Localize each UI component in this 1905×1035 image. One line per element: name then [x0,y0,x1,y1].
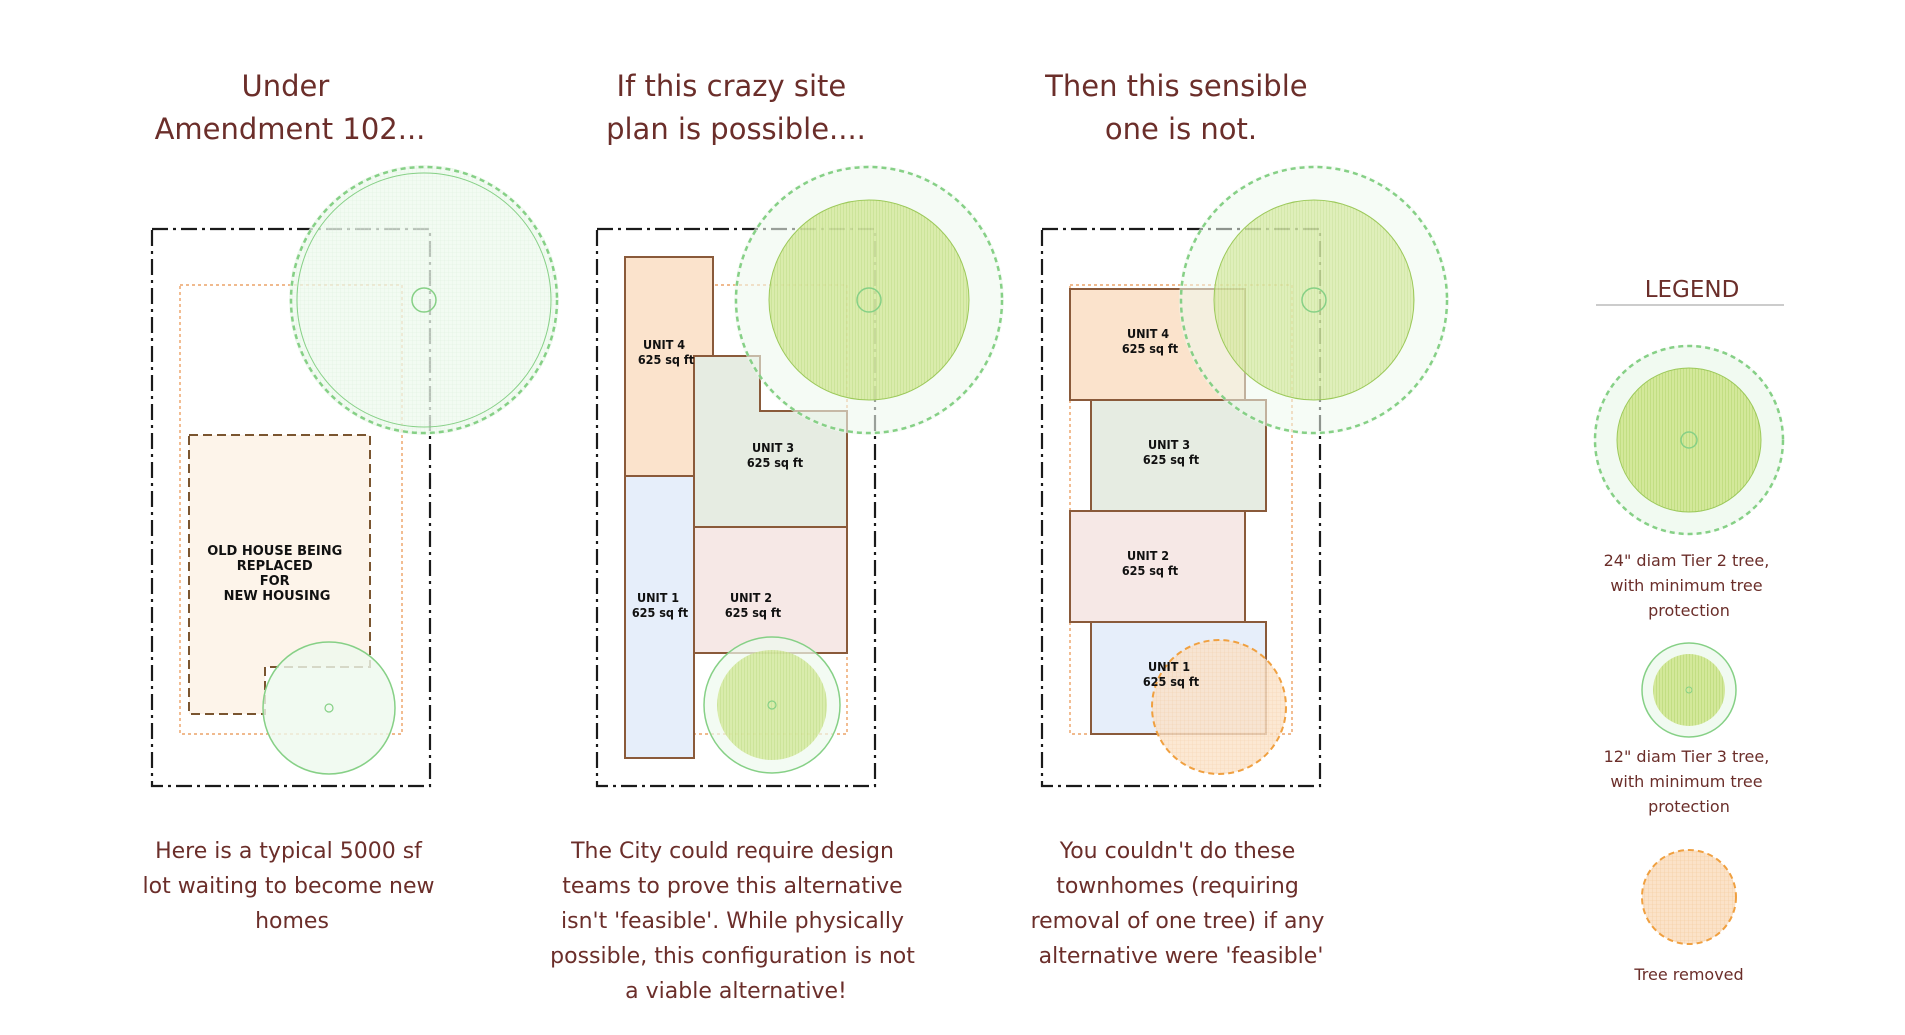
panel-3: Then this sensible one is not. UNIT 4 62… [1031,69,1449,969]
panel-3-heading: Then this sensible one is not. [1044,69,1317,146]
tier2-tree [734,165,1004,435]
panel-1-caption: Here is a typical 5000 sf lot waiting to… [143,839,442,934]
lot-boundary [150,227,432,788]
unit-4-label: UNIT 4 625 sq ft [638,337,695,367]
tree-removed [1151,639,1287,775]
legend-label-tier3: 12" diam Tier 3 tree, with minimum tree … [1604,747,1775,816]
unit-1-label: UNIT 1 625 sq ft [1143,659,1200,689]
legend: LEGEND 24" diam Tier 2 tree, with minimu… [1593,277,1785,984]
old-house-label: OLD HOUSE BEING REPLACED FOR NEW HOUSING [207,544,347,604]
legend-label-removed: Tree removed [1633,965,1743,984]
tier3-tree [262,641,396,775]
unit-3-label: UNIT 3 625 sq ft [747,440,804,470]
unit-2-label: UNIT 2 625 sq ft [725,590,782,620]
legend-label-tier2: 24" diam Tier 2 tree, with minimum tree … [1604,551,1775,620]
unit-4-label: UNIT 4 625 sq ft [1122,326,1179,356]
tier2-tree-icon [1593,344,1785,536]
unit-2-footprint [1069,510,1246,623]
panel-1-heading: Under Amendment 102... [155,69,426,146]
panel-2-heading: If this crazy site plan is possible.... [606,69,866,146]
legend-title: LEGEND [1645,277,1740,303]
panel-3-caption: You couldn't do these townhomes (requiri… [1031,839,1332,969]
panel-2: If this crazy site plan is possible.... … [550,69,1004,1004]
unit-1-label: UNIT 1 625 sq ft [632,590,689,620]
panel-2-caption: The City could require design teams to p… [550,839,922,1004]
panel-1: Under Amendment 102... OLD HOUSE BEING R… [143,69,559,934]
tier2-tree [289,165,559,435]
tree-removed-icon [1641,849,1737,945]
unit-3-footprint [1090,399,1267,512]
unit-3-label: UNIT 3 625 sq ft [1143,437,1200,467]
tier3-tree-icon [1641,642,1737,738]
tier2-tree [1179,165,1449,435]
lot-boundary [595,227,877,788]
tier3-tree [703,636,841,774]
unit-1-footprint [624,475,695,759]
lot-boundary [1040,227,1322,788]
unit-2-footprint [693,526,848,654]
unit-2-label: UNIT 2 625 sq ft [1122,548,1179,578]
